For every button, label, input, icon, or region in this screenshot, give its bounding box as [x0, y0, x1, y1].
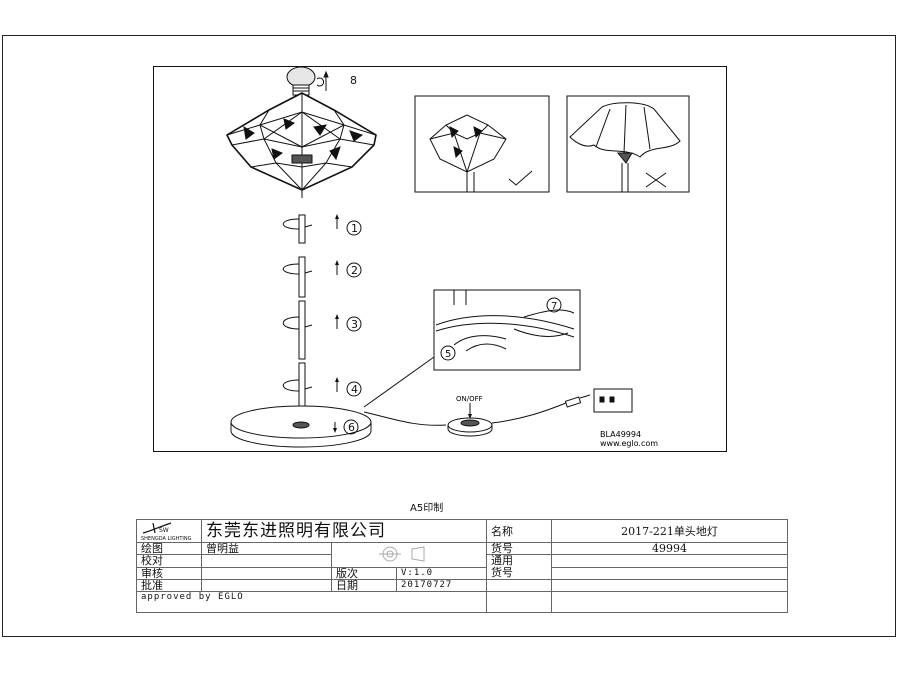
general-item-value-2 — [551, 566, 788, 580]
website: www.eglo.com — [600, 439, 658, 448]
step-2-circle — [346, 262, 362, 278]
blank-cell-a — [486, 579, 552, 592]
blank-cell-b — [551, 579, 788, 592]
rod-segment-3 — [282, 300, 313, 360]
foot-switch-icon — [447, 417, 493, 437]
date-label: 日期 — [331, 579, 397, 592]
plug-cable — [491, 402, 567, 424]
review-value — [201, 566, 332, 580]
approved-by-note: approved by EGLO — [136, 591, 487, 613]
step-7-label: 7 — [551, 301, 557, 312]
item-no-label: 货号 — [486, 542, 552, 555]
step-arrows — [334, 217, 338, 430]
step-3-circle — [346, 316, 362, 332]
rod-segment-2 — [282, 256, 313, 298]
rod-segment-1 — [282, 214, 313, 244]
name-label: 名称 — [486, 519, 552, 543]
step-2-label: 2 — [351, 264, 358, 277]
step-3-label: 3 — [351, 318, 358, 331]
version-value: V:1.0 — [396, 566, 487, 580]
blank-cell-d — [551, 591, 788, 613]
power-cable — [363, 411, 447, 426]
version-label: 版次 — [331, 566, 397, 580]
shengda-logo-icon: SW — [142, 521, 172, 534]
bulb-icon — [286, 66, 316, 96]
projection-symbol — [331, 542, 487, 568]
page-frame — [2, 35, 896, 637]
assembly-drawing: 8 1 2 3 4 6 7 5 ON/OFF BLA49994 www.eglo… — [153, 66, 727, 452]
date-value: 20170727 — [396, 579, 487, 592]
step-5-label: 5 — [445, 349, 451, 360]
title-block: SW SHENGDA LIGHTING 东莞东进照明有限公司 名称 2017-2… — [136, 519, 788, 613]
drawn-by-value: 曾明益 — [201, 542, 332, 555]
plug-icon — [564, 394, 591, 408]
product-name: 2017-221单头地灯 — [551, 519, 788, 543]
check-label: 校对 — [136, 554, 202, 568]
step-6-circle — [343, 419, 359, 435]
check-mark-icon — [508, 170, 533, 186]
svg-text:SW: SW — [159, 527, 169, 534]
step-1-label: 1 — [351, 222, 358, 235]
blank-cell-c — [486, 591, 552, 613]
step-4-circle — [346, 381, 362, 397]
switch-label: ON/OFF — [456, 395, 483, 403]
company-name: 东莞东进照明有限公司 — [201, 519, 487, 543]
check-value — [201, 554, 332, 568]
wiring-detail-drawing — [435, 290, 575, 361]
diamond-shade-icon — [225, 92, 377, 198]
bulb-rotate-arrow — [316, 77, 325, 87]
assembly-diagram: 8 1 2 3 4 6 7 5 ON/OFF BLA49994 www.eglo… — [225, 66, 690, 448]
item-no-value: 49994 — [551, 542, 788, 555]
step-1-circle — [346, 220, 362, 236]
detail-callout-line — [363, 356, 435, 408]
step-4-label: 4 — [351, 383, 358, 396]
wall-socket-icon — [593, 388, 633, 413]
model-code: BLA49994 — [600, 430, 641, 439]
drawn-by-label: 绘图 — [136, 542, 202, 555]
correct-shade-icon — [429, 114, 507, 192]
projection-symbol-icon — [379, 546, 425, 562]
company-logo: SW SHENGDA LIGHTING — [136, 519, 202, 543]
general-item-label: 通用货号 — [486, 554, 552, 580]
wrong-shade-icon — [569, 102, 681, 192]
cross-mark-icon — [645, 172, 667, 188]
review-label: 审核 — [136, 566, 202, 580]
wiring-detail-box — [433, 289, 581, 371]
step-6-label: 6 — [348, 421, 355, 434]
approve-label: 批准 — [136, 579, 202, 592]
step-8-label: 8 — [350, 74, 357, 87]
general-item-value-1 — [551, 554, 788, 568]
print-format-note: A5印制 — [410, 503, 444, 514]
approve-value — [201, 579, 332, 592]
